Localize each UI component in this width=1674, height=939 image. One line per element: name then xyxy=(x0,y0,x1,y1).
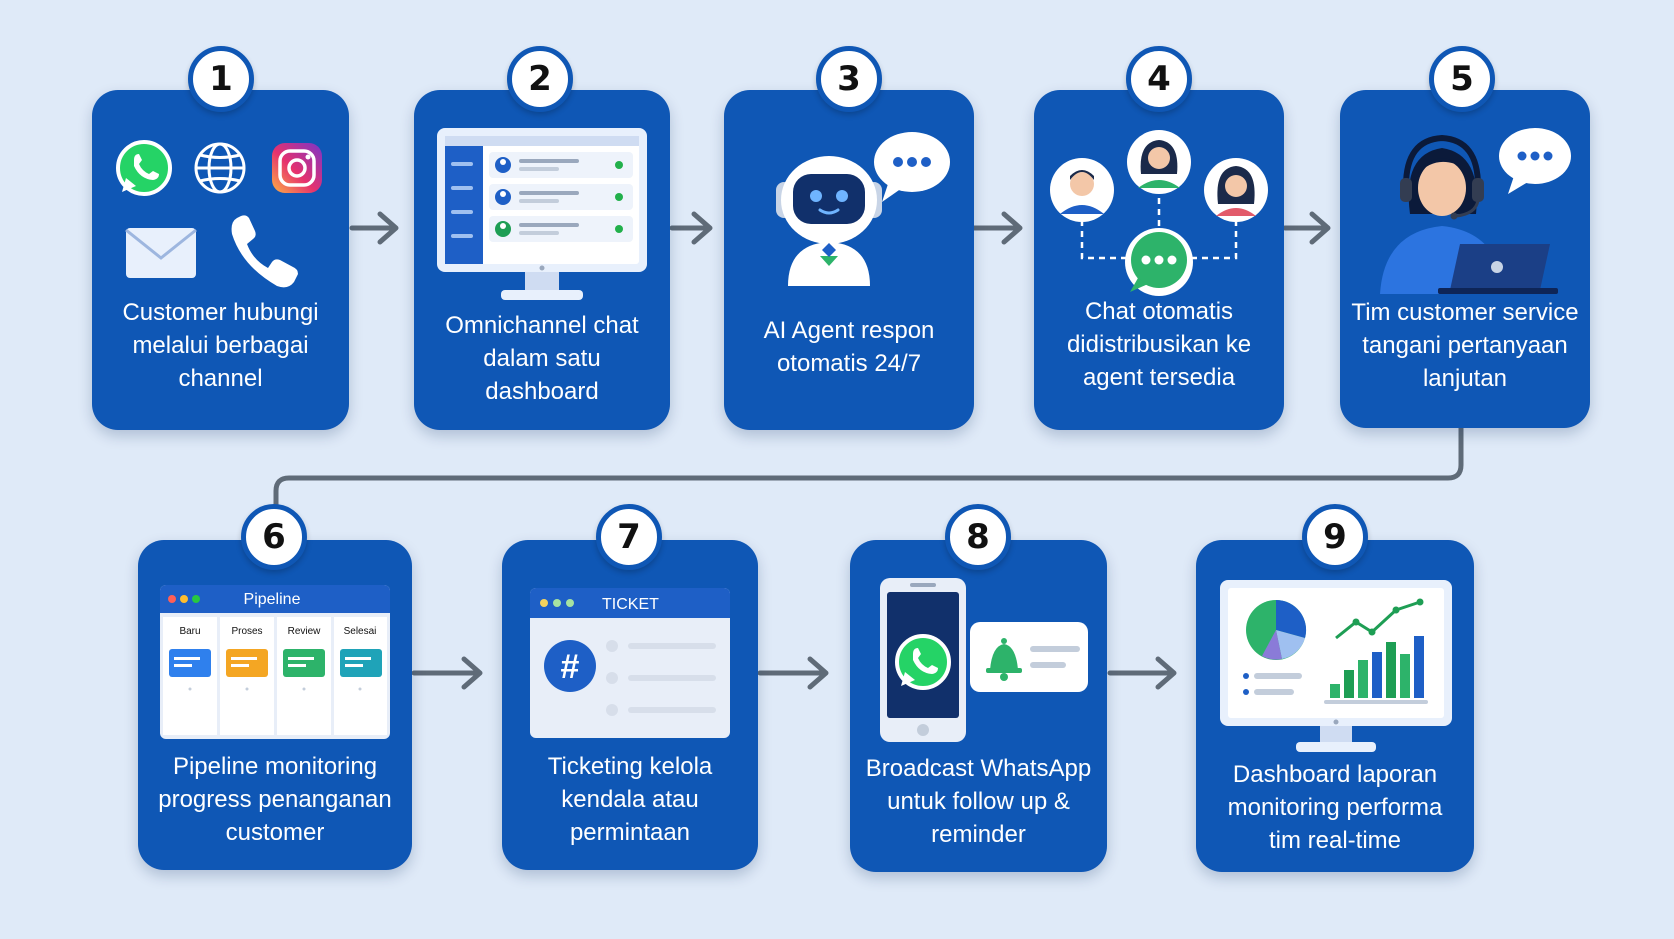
pipeline-column-review: Review xyxy=(288,626,322,637)
arrow-1-2 xyxy=(349,211,399,245)
step-label-5: Tim customer service tangani pertanyaan … xyxy=(1351,299,1579,392)
step-card-2: Omnichannel chat dalam satu dashboard xyxy=(414,90,670,430)
pipeline-column-baru: Baru xyxy=(179,626,200,637)
globe-icon xyxy=(194,142,246,194)
whatsapp-icon xyxy=(895,634,951,690)
chat-bubble-icon xyxy=(1499,128,1571,194)
whatsapp-icon xyxy=(116,140,172,196)
hash-icon: # xyxy=(544,640,596,692)
arrow-8-9 xyxy=(1107,656,1177,690)
headset-agent-icon xyxy=(1380,124,1580,294)
step-badge-1: 1 xyxy=(188,46,254,112)
arrow-6-7 xyxy=(411,656,483,690)
pipeline-board-icon: Pipeline Baru Proses Review Selesai xyxy=(160,585,390,739)
agent-avatar-icon xyxy=(1127,130,1191,194)
pipeline-window-title: Pipeline xyxy=(244,591,301,608)
instagram-icon xyxy=(272,143,322,193)
step-label-6: Pipeline monitoring progress penanganan … xyxy=(158,753,392,846)
step-label-7: Ticketing kelola kendala atau permintaan xyxy=(547,753,713,846)
step-card-5: Tim customer service tangani pertanyaan … xyxy=(1340,90,1590,428)
arrow-2-3 xyxy=(669,211,713,245)
channels-icons xyxy=(112,138,329,288)
arrow-4-5 xyxy=(1282,211,1331,245)
arrow-3-4 xyxy=(971,211,1023,245)
connector-5-6 xyxy=(273,425,1464,523)
step-card-4: Chat otomatis didistribusikan ke agent t… xyxy=(1034,90,1284,430)
robot-icon xyxy=(760,126,960,286)
pipeline-column-proses: Proses xyxy=(231,626,262,637)
pipeline-column-selesai: Selesai xyxy=(344,626,377,637)
chat-bubble-icon xyxy=(874,132,950,202)
ticket-window-icon: TICKET # xyxy=(530,588,730,738)
step-label-2: Omnichannel chat dalam satu dashboard xyxy=(445,312,639,405)
bell-icon xyxy=(986,638,1022,681)
email-icon xyxy=(125,228,197,278)
step-card-9: Dashboard laporan monitoring performa ti… xyxy=(1196,540,1474,872)
ticket-window-title: TICKET xyxy=(602,596,659,613)
step-label-1: Customer hubungi melalui berbagai channe… xyxy=(122,299,319,392)
agent-avatar-icon xyxy=(1050,158,1114,222)
step-badge-3: 3 xyxy=(816,46,882,112)
agent-avatar-icon xyxy=(1204,158,1268,222)
laptop-icon xyxy=(1438,244,1558,294)
step-badge-6: 6 xyxy=(241,504,307,570)
step-badge-9: 9 xyxy=(1302,504,1368,570)
svg-text:#: # xyxy=(561,648,580,686)
step-card-1: Customer hubungi melalui berbagai channe… xyxy=(92,90,349,430)
step-badge-4: 4 xyxy=(1126,46,1192,112)
phone-icon xyxy=(231,215,298,288)
chat-bubble-icon xyxy=(1125,228,1193,296)
step-label-8: Broadcast WhatsApp untuk follow up & rem… xyxy=(865,755,1092,848)
step-badge-8: 8 xyxy=(945,504,1011,570)
monitor-icon xyxy=(1220,580,1452,756)
bar-chart-icon xyxy=(1324,598,1428,704)
step-label-9: Dashboard laporan monitoring performa ti… xyxy=(1227,761,1443,854)
step-card-7: TICKET # Ticketing kelola kendala atau p… xyxy=(502,540,758,870)
step-badge-5: 5 xyxy=(1429,46,1495,112)
step-card-6: Pipeline Baru Proses Review Selesai xyxy=(138,540,412,870)
step-label-4: Chat otomatis didistribusikan ke agent t… xyxy=(1066,298,1252,391)
step-label-3: AI Agent respon otomatis 24/7 xyxy=(763,317,935,377)
monitor-icon xyxy=(437,126,647,306)
agent-distribution-icon xyxy=(1046,126,1272,296)
step-card-3: AI Agent respon otomatis 24/7 xyxy=(724,90,974,430)
step-card-8: Broadcast WhatsApp untuk follow up & rem… xyxy=(850,540,1107,872)
smartphone-icon xyxy=(880,578,1090,746)
pie-chart-icon xyxy=(1246,599,1307,660)
step-badge-2: 2 xyxy=(507,46,573,112)
arrow-7-8 xyxy=(757,656,829,690)
step-badge-7: 7 xyxy=(596,504,662,570)
